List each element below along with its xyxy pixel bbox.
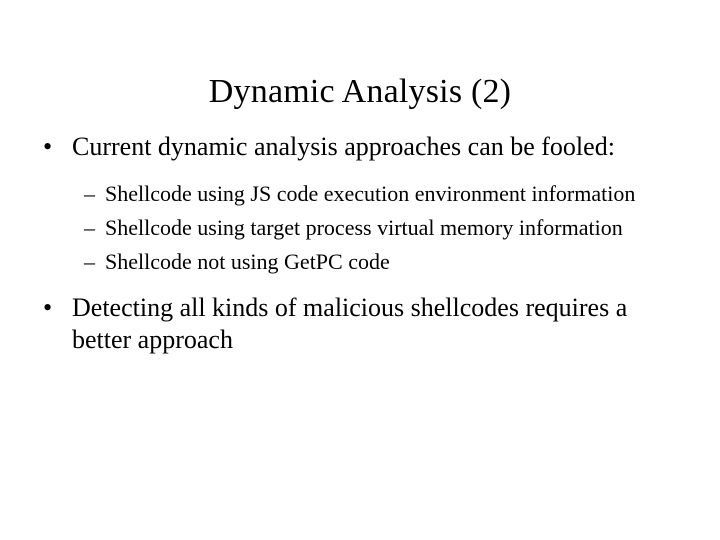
bullet-level1-item: • Current dynamic analysis approaches ca… <box>38 131 682 163</box>
bullet-level2-item: – Shellcode not using GetPC code <box>38 245 682 279</box>
bullet-dash-icon: – <box>84 215 95 240</box>
bullet-level1-item: • Detecting all kinds of malicious shell… <box>38 292 682 356</box>
bullet-level2-text: Shellcode using target process virtual m… <box>105 215 623 240</box>
slide-title: Dynamic Analysis (2) <box>208 72 512 110</box>
bullet-dot-icon: • <box>43 293 53 322</box>
bullet-dot-icon: • <box>43 132 53 161</box>
bullet-level2-item: – Shellcode using JS code execution envi… <box>38 177 682 211</box>
bullet-level1-text: Current dynamic analysis approaches can … <box>72 132 615 161</box>
bullet-dash-icon: – <box>84 249 95 274</box>
bullet-level2-text: Shellcode using JS code execution enviro… <box>105 181 636 206</box>
bullet-level2-text: Shellcode not using GetPC code <box>105 249 390 274</box>
bullet-dash-icon: – <box>84 181 95 206</box>
sub-bullet-list: – Shellcode using JS code execution envi… <box>38 177 682 279</box>
slide-body: • Current dynamic analysis approaches ca… <box>38 131 682 356</box>
bullet-level2-item: – Shellcode using target process virtual… <box>38 211 682 245</box>
bullet-level1-text: Detecting all kinds of malicious shellco… <box>72 293 628 354</box>
